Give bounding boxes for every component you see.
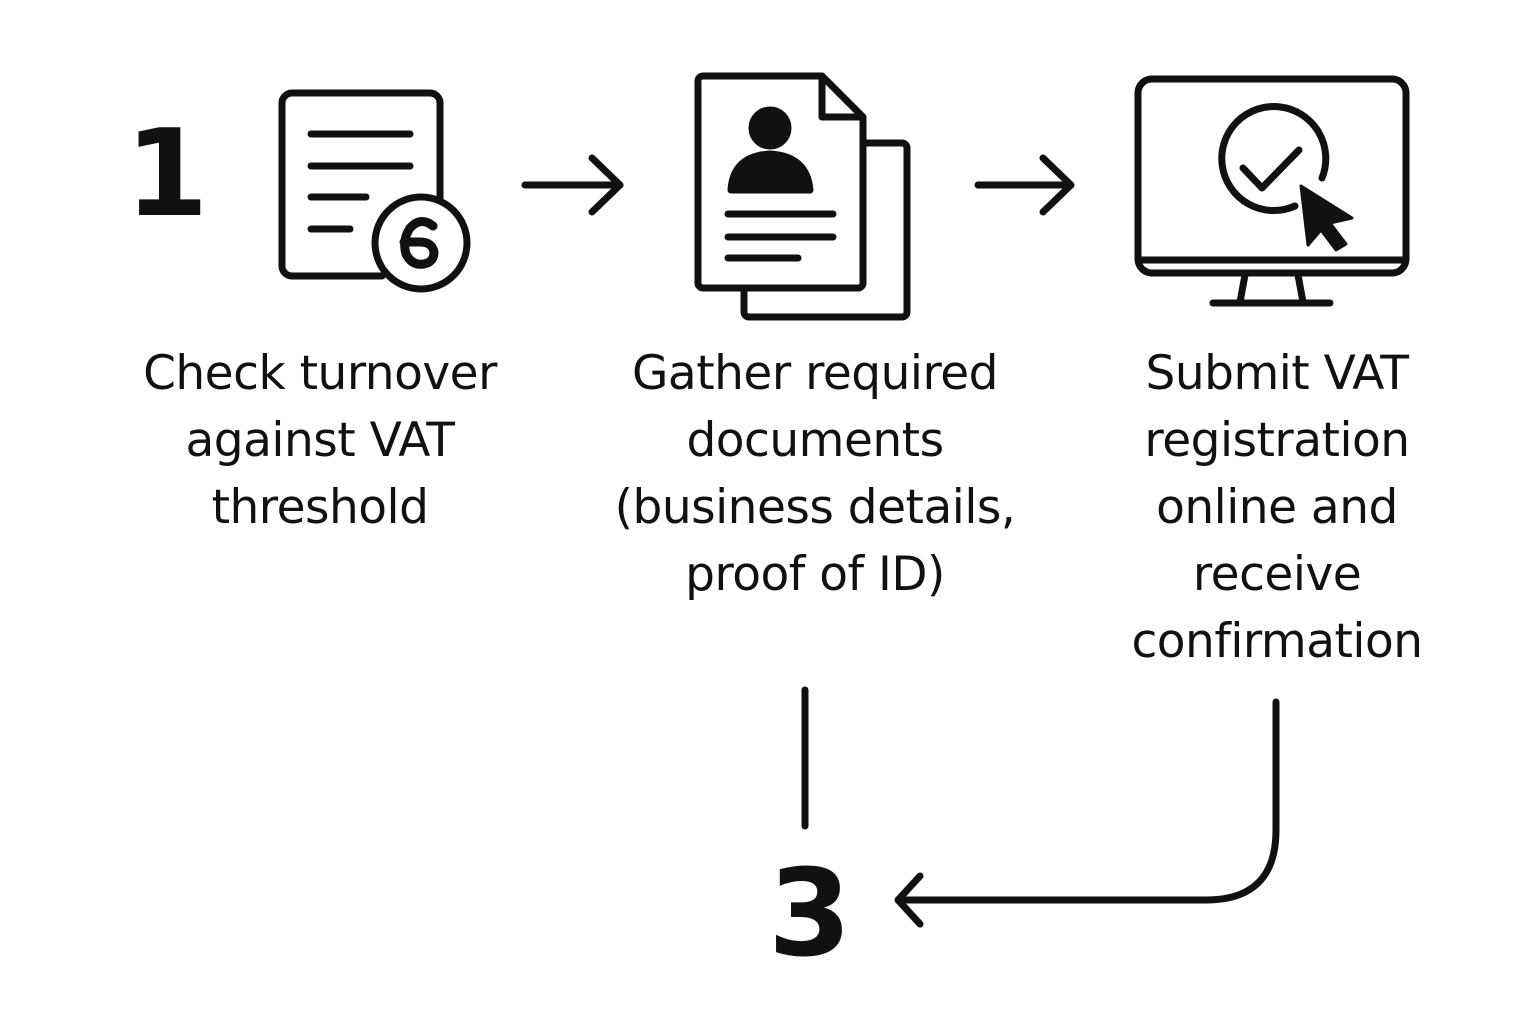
label-line: confirmation bbox=[1131, 614, 1423, 669]
label-line: against VAT bbox=[185, 413, 456, 468]
label-line: Submit VAT bbox=[1145, 346, 1409, 401]
step-2-label: Gather required documents (business deta… bbox=[565, 340, 1065, 608]
label-line: threshold bbox=[211, 480, 429, 535]
arrow-right-icon bbox=[521, 154, 624, 216]
document-with-currency-icon bbox=[278, 89, 471, 293]
step-number-1: 1 bbox=[125, 105, 209, 244]
step-1-label: Check turnover against VAT threshold bbox=[80, 340, 560, 541]
step-number-3: 3 bbox=[768, 845, 852, 984]
id-documents-icon bbox=[694, 72, 911, 321]
label-line: Check turnover bbox=[143, 346, 497, 401]
arrow-right-icon bbox=[974, 154, 1075, 216]
label-line: proof of ID) bbox=[685, 547, 945, 602]
monitor-checkmark-cursor-icon bbox=[1134, 75, 1410, 307]
label-line: Gather required bbox=[631, 346, 999, 401]
curved-arrow-to-step-3 bbox=[894, 698, 1280, 928]
label-line: documents bbox=[686, 413, 944, 468]
label-line: registration bbox=[1144, 413, 1410, 468]
step-3-label: Submit VAT registration online and recei… bbox=[1057, 340, 1497, 675]
label-line: online and bbox=[1156, 480, 1398, 535]
label-line: receive bbox=[1192, 547, 1362, 602]
label-line: (business details, bbox=[614, 480, 1016, 535]
